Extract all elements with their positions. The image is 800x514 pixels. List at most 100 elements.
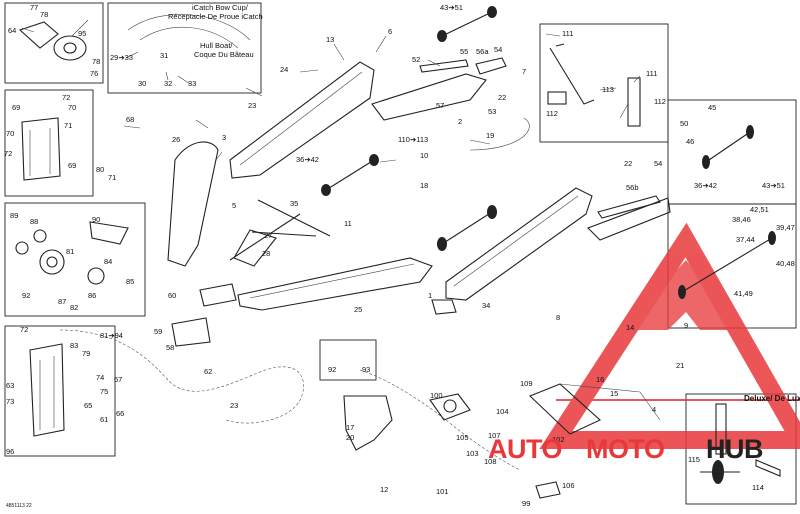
- tongue-beam: [229, 199, 331, 261]
- ref-label: 7: [522, 67, 526, 76]
- center-bunk-rail: [237, 257, 433, 311]
- ref-label: 55: [460, 47, 468, 56]
- deluxe-title: Deluxe/ De Luxe: [744, 394, 800, 403]
- ref-label: 53: [488, 107, 496, 116]
- ref-label: 80: [96, 165, 104, 174]
- ref-label: 69: [68, 161, 76, 170]
- leader-lines: [21, 19, 641, 163]
- ref-label: 99: [522, 499, 530, 508]
- ref-label: 115: [688, 455, 700, 464]
- ref-label: 71: [108, 173, 116, 182]
- bow-cup: [18, 14, 251, 61]
- inset-bow-cup: [107, 2, 262, 94]
- ref-label: 85: [126, 277, 134, 286]
- fender: [528, 383, 661, 435]
- ref-label: 23: [248, 101, 256, 110]
- ref-label: 72: [20, 325, 28, 334]
- ref-label: 59: [154, 327, 162, 336]
- ref-label: 81➔94: [100, 331, 123, 340]
- ref-label: 2: [458, 117, 462, 126]
- ref-label: 68: [126, 115, 134, 124]
- wiring-harness: [59, 117, 530, 471]
- ref-label: 75: [100, 387, 108, 396]
- ref-label: 36➔42: [694, 181, 717, 190]
- drawing-code: 4851113 22: [6, 503, 32, 509]
- ref-label: 65: [84, 401, 92, 410]
- ref-label: 46: [686, 137, 694, 146]
- ref-label: 13: [326, 35, 334, 44]
- ref-label: 73: [6, 397, 14, 406]
- ref-label: 106: [562, 481, 575, 490]
- ref-label: 95: [78, 29, 86, 38]
- ref-label: 43➔51: [762, 181, 785, 190]
- ref-label: 77: [30, 3, 38, 12]
- ref-label: 58: [166, 343, 174, 352]
- coupler: [343, 393, 471, 451]
- ref-label: 71: [64, 121, 72, 130]
- ref-label: 84: [104, 257, 112, 266]
- watermark-moto: MOTO: [586, 434, 665, 464]
- front-curved-bunk: [167, 141, 219, 267]
- ref-label: 92: [22, 291, 30, 300]
- ref-label: 25: [354, 305, 362, 314]
- ref-label: 43➔51: [440, 3, 463, 12]
- ref-label: 83: [70, 341, 78, 350]
- ref-label: 26: [172, 135, 180, 144]
- hull-boat-line1: Hull Boat/: [200, 41, 233, 50]
- ref-label: 42,51: [750, 205, 769, 214]
- ref-label: 102: [552, 435, 565, 444]
- ref-label: 29➔33: [110, 53, 133, 62]
- rollers: [321, 6, 776, 299]
- ref-label: 111: [562, 29, 573, 38]
- bunk-bracket: [21, 117, 61, 181]
- ref-label: 50: [680, 119, 688, 128]
- ref-label: 27: [264, 231, 272, 240]
- ref-label: 30: [138, 79, 146, 88]
- ref-label: 36➔42: [296, 155, 319, 164]
- ref-label: 22: [498, 93, 506, 102]
- ref-label: 1: [428, 291, 432, 300]
- ref-label: 114: [752, 483, 764, 492]
- ref-label: 20: [346, 433, 354, 442]
- ref-label: 111: [646, 69, 657, 78]
- ref-label: 78: [92, 57, 100, 66]
- ref-label: 96: [6, 447, 14, 456]
- ref-label: 17: [346, 423, 354, 432]
- ref-label: 4: [652, 405, 656, 414]
- ref-label: 69: [12, 103, 20, 112]
- inset-winch-stand: [4, 325, 116, 457]
- ref-label: 56b: [626, 183, 639, 192]
- ref-label: 16: [596, 375, 604, 384]
- right-bunk-rail: [445, 187, 593, 301]
- ref-label: 21: [676, 361, 684, 370]
- ref-label: 14: [626, 323, 634, 332]
- hull-boat-line2: Coque Du Bâteau: [194, 50, 254, 59]
- ref-label: 86: [88, 291, 96, 300]
- inset-coupler: [319, 339, 377, 381]
- ref-label: 34: [482, 301, 490, 310]
- winch-stand: [29, 343, 65, 437]
- ref-label: 54: [654, 159, 662, 168]
- ref-label: 62: [204, 367, 212, 376]
- cross-member: [371, 73, 671, 241]
- ref-label: 72: [62, 93, 70, 102]
- ref-label: 19: [486, 131, 494, 140]
- inset-jack-stand: [539, 23, 669, 143]
- watermark-auto: AUTO: [488, 434, 562, 464]
- ref-label: 24: [280, 65, 288, 74]
- ref-label: 93: [362, 365, 370, 374]
- ref-label: 72: [4, 149, 12, 158]
- ref-label: 88: [30, 217, 38, 226]
- ref-label: 15: [610, 389, 618, 398]
- ref-label: 22: [624, 159, 632, 168]
- watermark-logo: [539, 222, 800, 449]
- ref-label: 37,44: [736, 235, 755, 244]
- ref-label: 112: [546, 109, 558, 118]
- ref-label: 109: [520, 379, 533, 388]
- ref-label: 6: [388, 27, 392, 36]
- ref-label: 113: [602, 85, 614, 94]
- left-bunk-rail: [229, 61, 375, 179]
- ref-label: 64: [8, 26, 16, 35]
